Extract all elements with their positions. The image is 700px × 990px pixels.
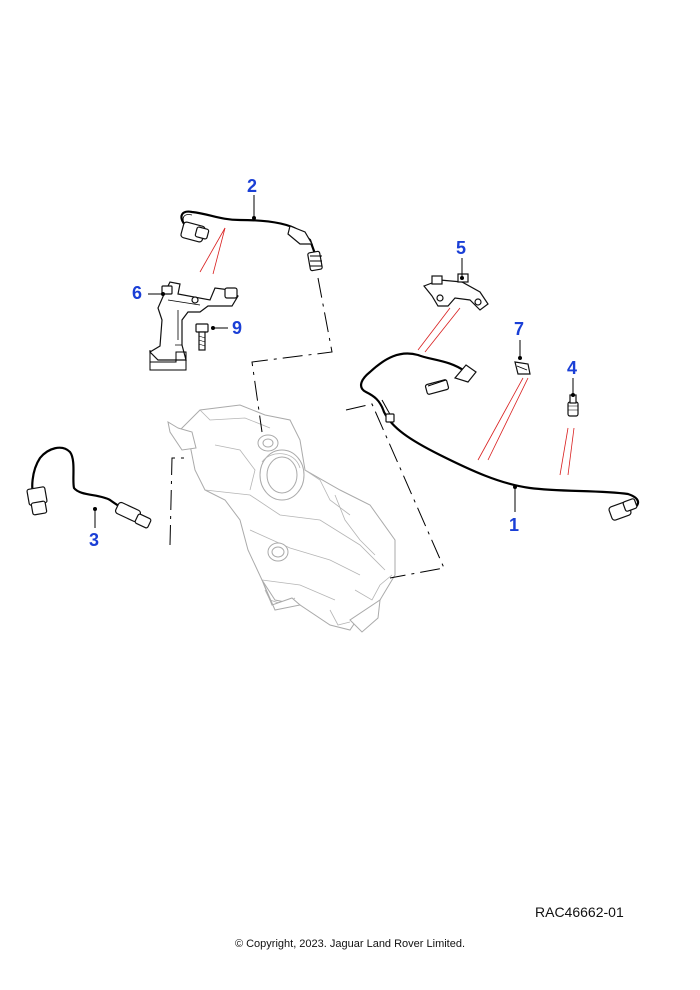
part-1-oxygen-sensor (360, 352, 640, 521)
callout-7: 7 (514, 319, 524, 339)
reference-code: RAC46662-01 (535, 904, 624, 920)
part-5-bracket (423, 258, 489, 311)
callout-3: 3 (89, 530, 99, 550)
red-leaders (199, 227, 575, 476)
catalytic-converter (167, 404, 396, 633)
callout-4: 4 (567, 358, 577, 378)
callout-6: 6 (132, 283, 142, 303)
assembly-lines (169, 277, 445, 579)
callout-9: 9 (232, 318, 242, 338)
callout-2: 2 (247, 176, 257, 196)
callout-1: 1 (509, 515, 519, 535)
part-4-plug (567, 378, 579, 417)
part-6-bracket (148, 281, 239, 361)
callout-5: 5 (456, 238, 466, 258)
part-9-bolt (149, 323, 228, 371)
copyright-notice: © Copyright, 2023. Jaguar Land Rover Lim… (234, 938, 466, 950)
part-7-clip (514, 340, 531, 375)
part-3-oxygen-sensor (26, 446, 152, 529)
callouts: 1 2 3 4 5 6 7 9 (89, 176, 577, 550)
part-2-oxygen-sensor (180, 195, 323, 272)
